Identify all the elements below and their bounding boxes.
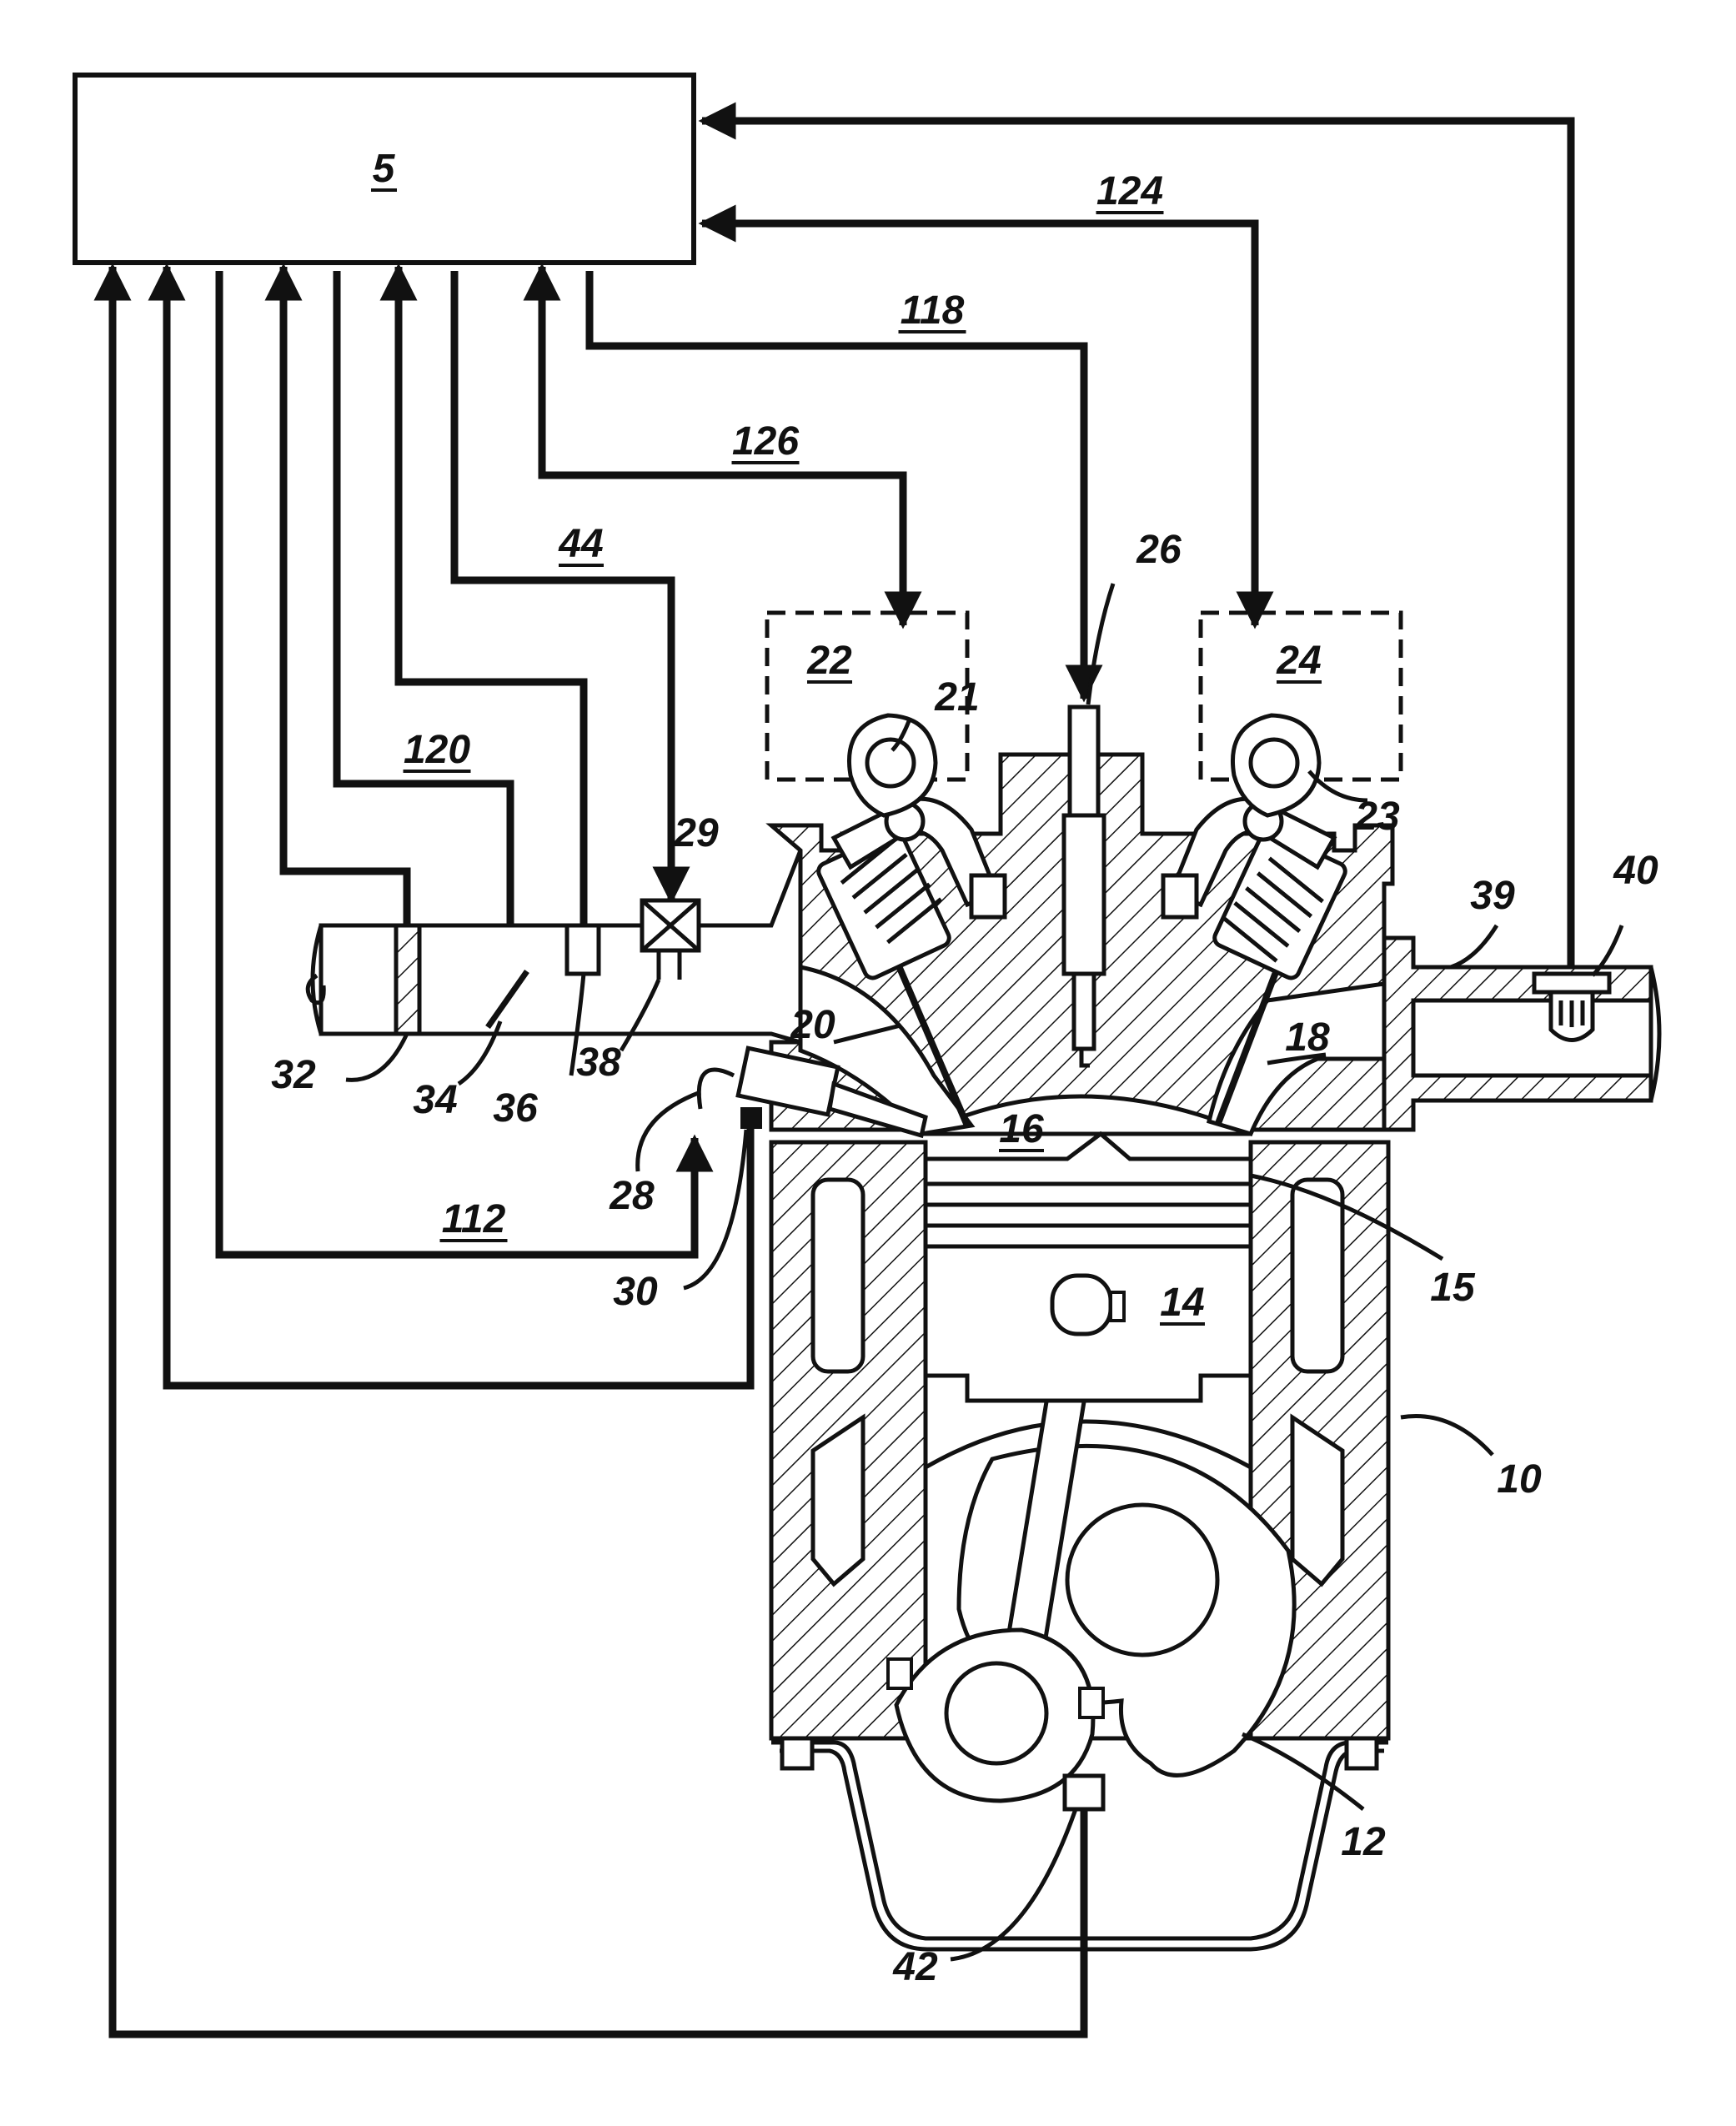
label-28: 28 <box>609 1174 655 1218</box>
manifold-pressure-sensor <box>567 925 599 974</box>
label-20: 20 <box>790 1003 835 1047</box>
label-21: 21 <box>934 675 979 720</box>
line-32 <box>283 267 407 925</box>
label-29: 29 <box>673 811 719 855</box>
line-126 <box>542 271 903 625</box>
label-120: 120 <box>404 728 470 772</box>
label-36: 36 <box>493 1086 538 1131</box>
label-42: 42 <box>892 1945 938 1989</box>
label-34: 34 <box>413 1078 457 1122</box>
label-32: 32 <box>271 1053 316 1097</box>
line-118 <box>590 271 1084 699</box>
line-36 <box>399 267 584 932</box>
label-126: 126 <box>732 419 799 464</box>
line-44 <box>454 271 671 900</box>
piston <box>926 1134 1251 1401</box>
label-12: 12 <box>1341 1820 1386 1864</box>
reference-labels: 5 <box>371 147 397 191</box>
crank-position-sensor <box>1065 1776 1103 1809</box>
label-18: 18 <box>1285 1015 1330 1060</box>
label-40: 40 <box>1613 849 1658 893</box>
label-30: 30 <box>613 1270 658 1314</box>
label-22: 22 <box>806 639 852 683</box>
combustion-sensor <box>740 1107 762 1129</box>
label-15: 15 <box>1430 1266 1476 1310</box>
label-39: 39 <box>1470 874 1515 918</box>
label-24: 24 <box>1276 639 1321 683</box>
intake-manifold <box>308 850 800 1042</box>
label-5: 5 <box>373 147 396 191</box>
exhaust-camshaft <box>1232 715 1319 815</box>
label-44: 44 <box>558 522 603 566</box>
label-23: 23 <box>1354 795 1400 839</box>
label-14: 14 <box>1160 1281 1204 1325</box>
label-26: 26 <box>1136 528 1182 572</box>
mass-airflow-sensor <box>396 925 419 1034</box>
exhaust-manifold <box>1384 938 1659 1130</box>
label-10: 10 <box>1497 1457 1542 1502</box>
label-118: 118 <box>901 288 965 333</box>
oil-pan <box>771 1738 1388 1949</box>
label-112: 112 <box>442 1197 506 1241</box>
label-38: 38 <box>576 1040 621 1085</box>
line-120 <box>337 271 510 957</box>
label-16: 16 <box>999 1107 1044 1151</box>
label-124: 124 <box>1096 169 1163 213</box>
